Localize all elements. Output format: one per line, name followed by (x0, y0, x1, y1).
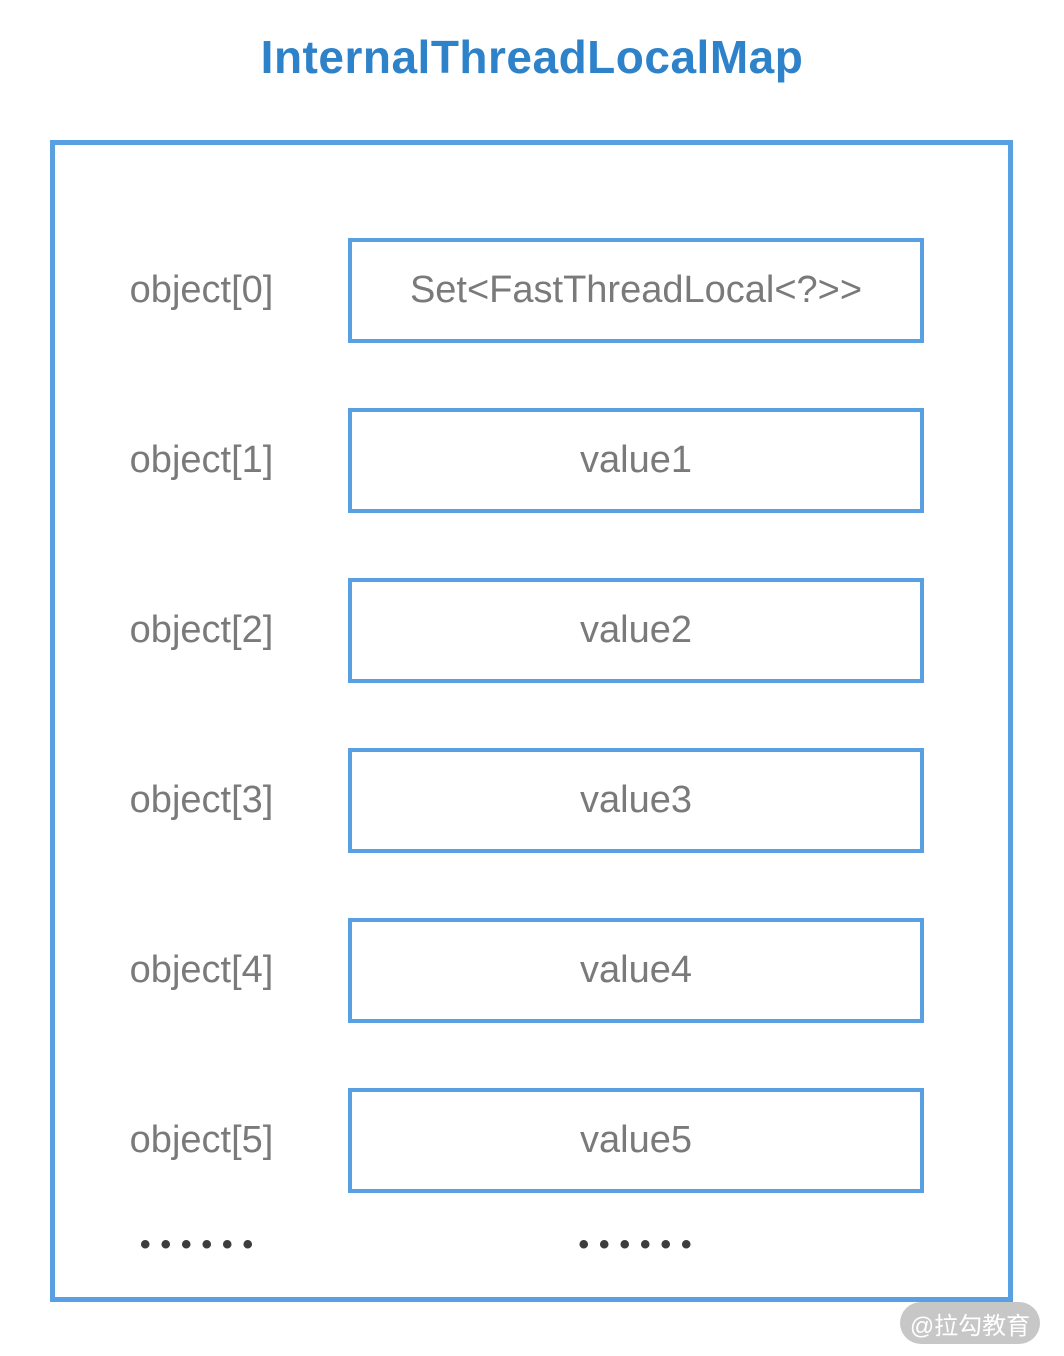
value-box-object-3: value3 (348, 747, 924, 853)
value-box-object-4: value4 (348, 917, 924, 1023)
ellipsis-labels: •••••• (139, 1228, 264, 1261)
map-row: object[2] value2 (55, 545, 1008, 715)
internal-thread-local-map-container: object[0] Set<FastThreadLocal<?>> object… (50, 140, 1013, 1302)
ellipsis-values: •••••• (578, 1228, 702, 1261)
value-box-object-1: value1 (348, 407, 924, 513)
value-box-object-5: value5 (348, 1087, 924, 1193)
diagram-title: InternalThreadLocalMap (260, 31, 804, 83)
watermark-text: @拉勾教育 (909, 1312, 1031, 1340)
ellipsis-row: •••••• •••••• (55, 1225, 1008, 1265)
value-box-object-2: value2 (348, 577, 924, 683)
map-row: object[3] value3 (55, 715, 1008, 885)
slot-label-object-4: object[4] (129, 948, 274, 991)
value-box-object-0: Set<FastThreadLocal<?>> (348, 237, 924, 343)
watermark-badge: @拉勾教育 (900, 1302, 1040, 1344)
slot-label-object-0: object[0] (129, 268, 274, 311)
slot-label-object-5: object[5] (129, 1118, 274, 1161)
slot-label-object-1: object[1] (129, 438, 274, 481)
map-row: object[1] value1 (55, 375, 1008, 545)
slot-label-object-3: object[3] (129, 778, 274, 821)
slot-label-object-2: object[2] (129, 608, 274, 651)
map-row: object[5] value5 (55, 1055, 1008, 1225)
map-row: object[0] Set<FastThreadLocal<?>> (55, 205, 1008, 375)
map-row: object[4] value4 (55, 885, 1008, 1055)
